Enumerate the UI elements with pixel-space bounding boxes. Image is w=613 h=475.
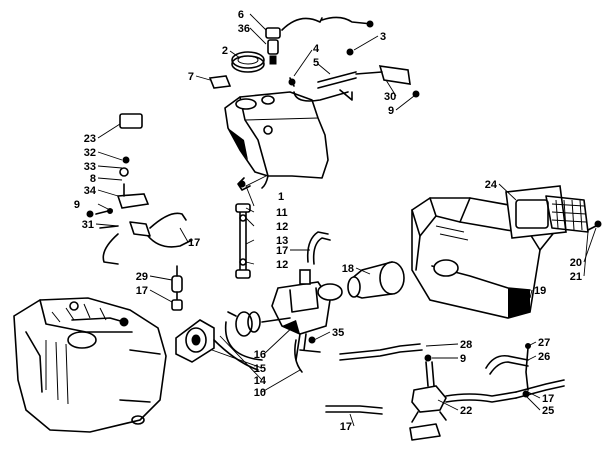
callout-10: 10: [254, 387, 266, 399]
primer-bracket: [86, 156, 151, 237]
callout-6: 6: [238, 9, 244, 21]
callout-20: 20: [570, 257, 582, 269]
silencer-screen: [505, 185, 589, 239]
fuel-tank: [224, 91, 329, 189]
callout-9-top: 9: [388, 105, 394, 117]
primer-hoses: [102, 113, 193, 265]
callout-33: 33: [84, 161, 96, 173]
carb-adapter-flange: [175, 319, 215, 363]
tank-gauge-fitting: [265, 16, 374, 65]
callout-17-carb: 17: [276, 245, 288, 257]
carburetor: [247, 269, 343, 373]
fuel-line-13: [235, 203, 251, 279]
callout-28: 28: [460, 339, 472, 351]
callout-25: 25: [542, 405, 554, 417]
pump-outlet-hose: [485, 343, 565, 399]
callout-26: 26: [538, 351, 550, 363]
callout-5: 5: [313, 57, 319, 69]
callout-8: 8: [90, 173, 96, 185]
fuel-cap: [231, 51, 265, 73]
engine-block: [13, 297, 167, 433]
callout-19: 19: [534, 285, 546, 297]
leader-lines: [95, 13, 597, 427]
callout-13: 13: [276, 235, 288, 247]
callout-17-primer: 17: [188, 237, 200, 249]
fuel-line-17-upper: [306, 231, 331, 265]
callout-14: 14: [254, 375, 267, 387]
callout-labels: 6 36 2 3 4 5 7 30 9 23 32 33 8 34 9 31 1…: [74, 9, 582, 433]
callout-17-filter: 17: [136, 285, 148, 297]
callout-11: 11: [276, 207, 288, 219]
callout-22: 22: [460, 405, 472, 417]
callout-24: 24: [485, 179, 498, 191]
callout-15: 15: [254, 363, 266, 375]
callout-4: 4: [313, 43, 320, 55]
callout-7: 7: [188, 71, 194, 83]
fuel-outlet-fitting: [237, 177, 251, 191]
callout-35: 35: [332, 327, 344, 339]
callout-17-outlet: 17: [542, 393, 554, 405]
silencer-screws: [587, 220, 602, 231]
callout-3: 3: [380, 31, 386, 43]
pulse-lines: [325, 343, 517, 415]
callout-1: 1: [278, 191, 284, 203]
inline-fuel-filter: [171, 265, 183, 311]
carb-clamp: [227, 311, 253, 337]
fuel-pump: [409, 354, 447, 441]
callout-32: 32: [84, 147, 96, 159]
callout-12-upper: 12: [276, 221, 288, 233]
callout-9-pump: 9: [460, 353, 466, 365]
callout-27: 27: [538, 337, 550, 349]
vent-hose-assembly: [288, 48, 420, 102]
callout-9-left: 9: [74, 199, 80, 211]
callout-17-pulse: 17: [340, 421, 352, 433]
callout-21: 21: [570, 271, 582, 283]
intake-boot: [347, 261, 405, 299]
callout-23: 23: [84, 133, 96, 145]
callout-30: 30: [384, 91, 396, 103]
callout-34: 34: [84, 185, 97, 197]
callout-29: 29: [136, 271, 148, 283]
callout-36: 36: [238, 23, 250, 35]
callout-31: 31: [82, 219, 94, 231]
callout-2: 2: [222, 45, 228, 57]
callout-18: 18: [342, 263, 354, 275]
callout-12-lower: 12: [276, 259, 288, 271]
callout-16: 16: [254, 349, 266, 361]
tank-pad: [208, 75, 232, 89]
